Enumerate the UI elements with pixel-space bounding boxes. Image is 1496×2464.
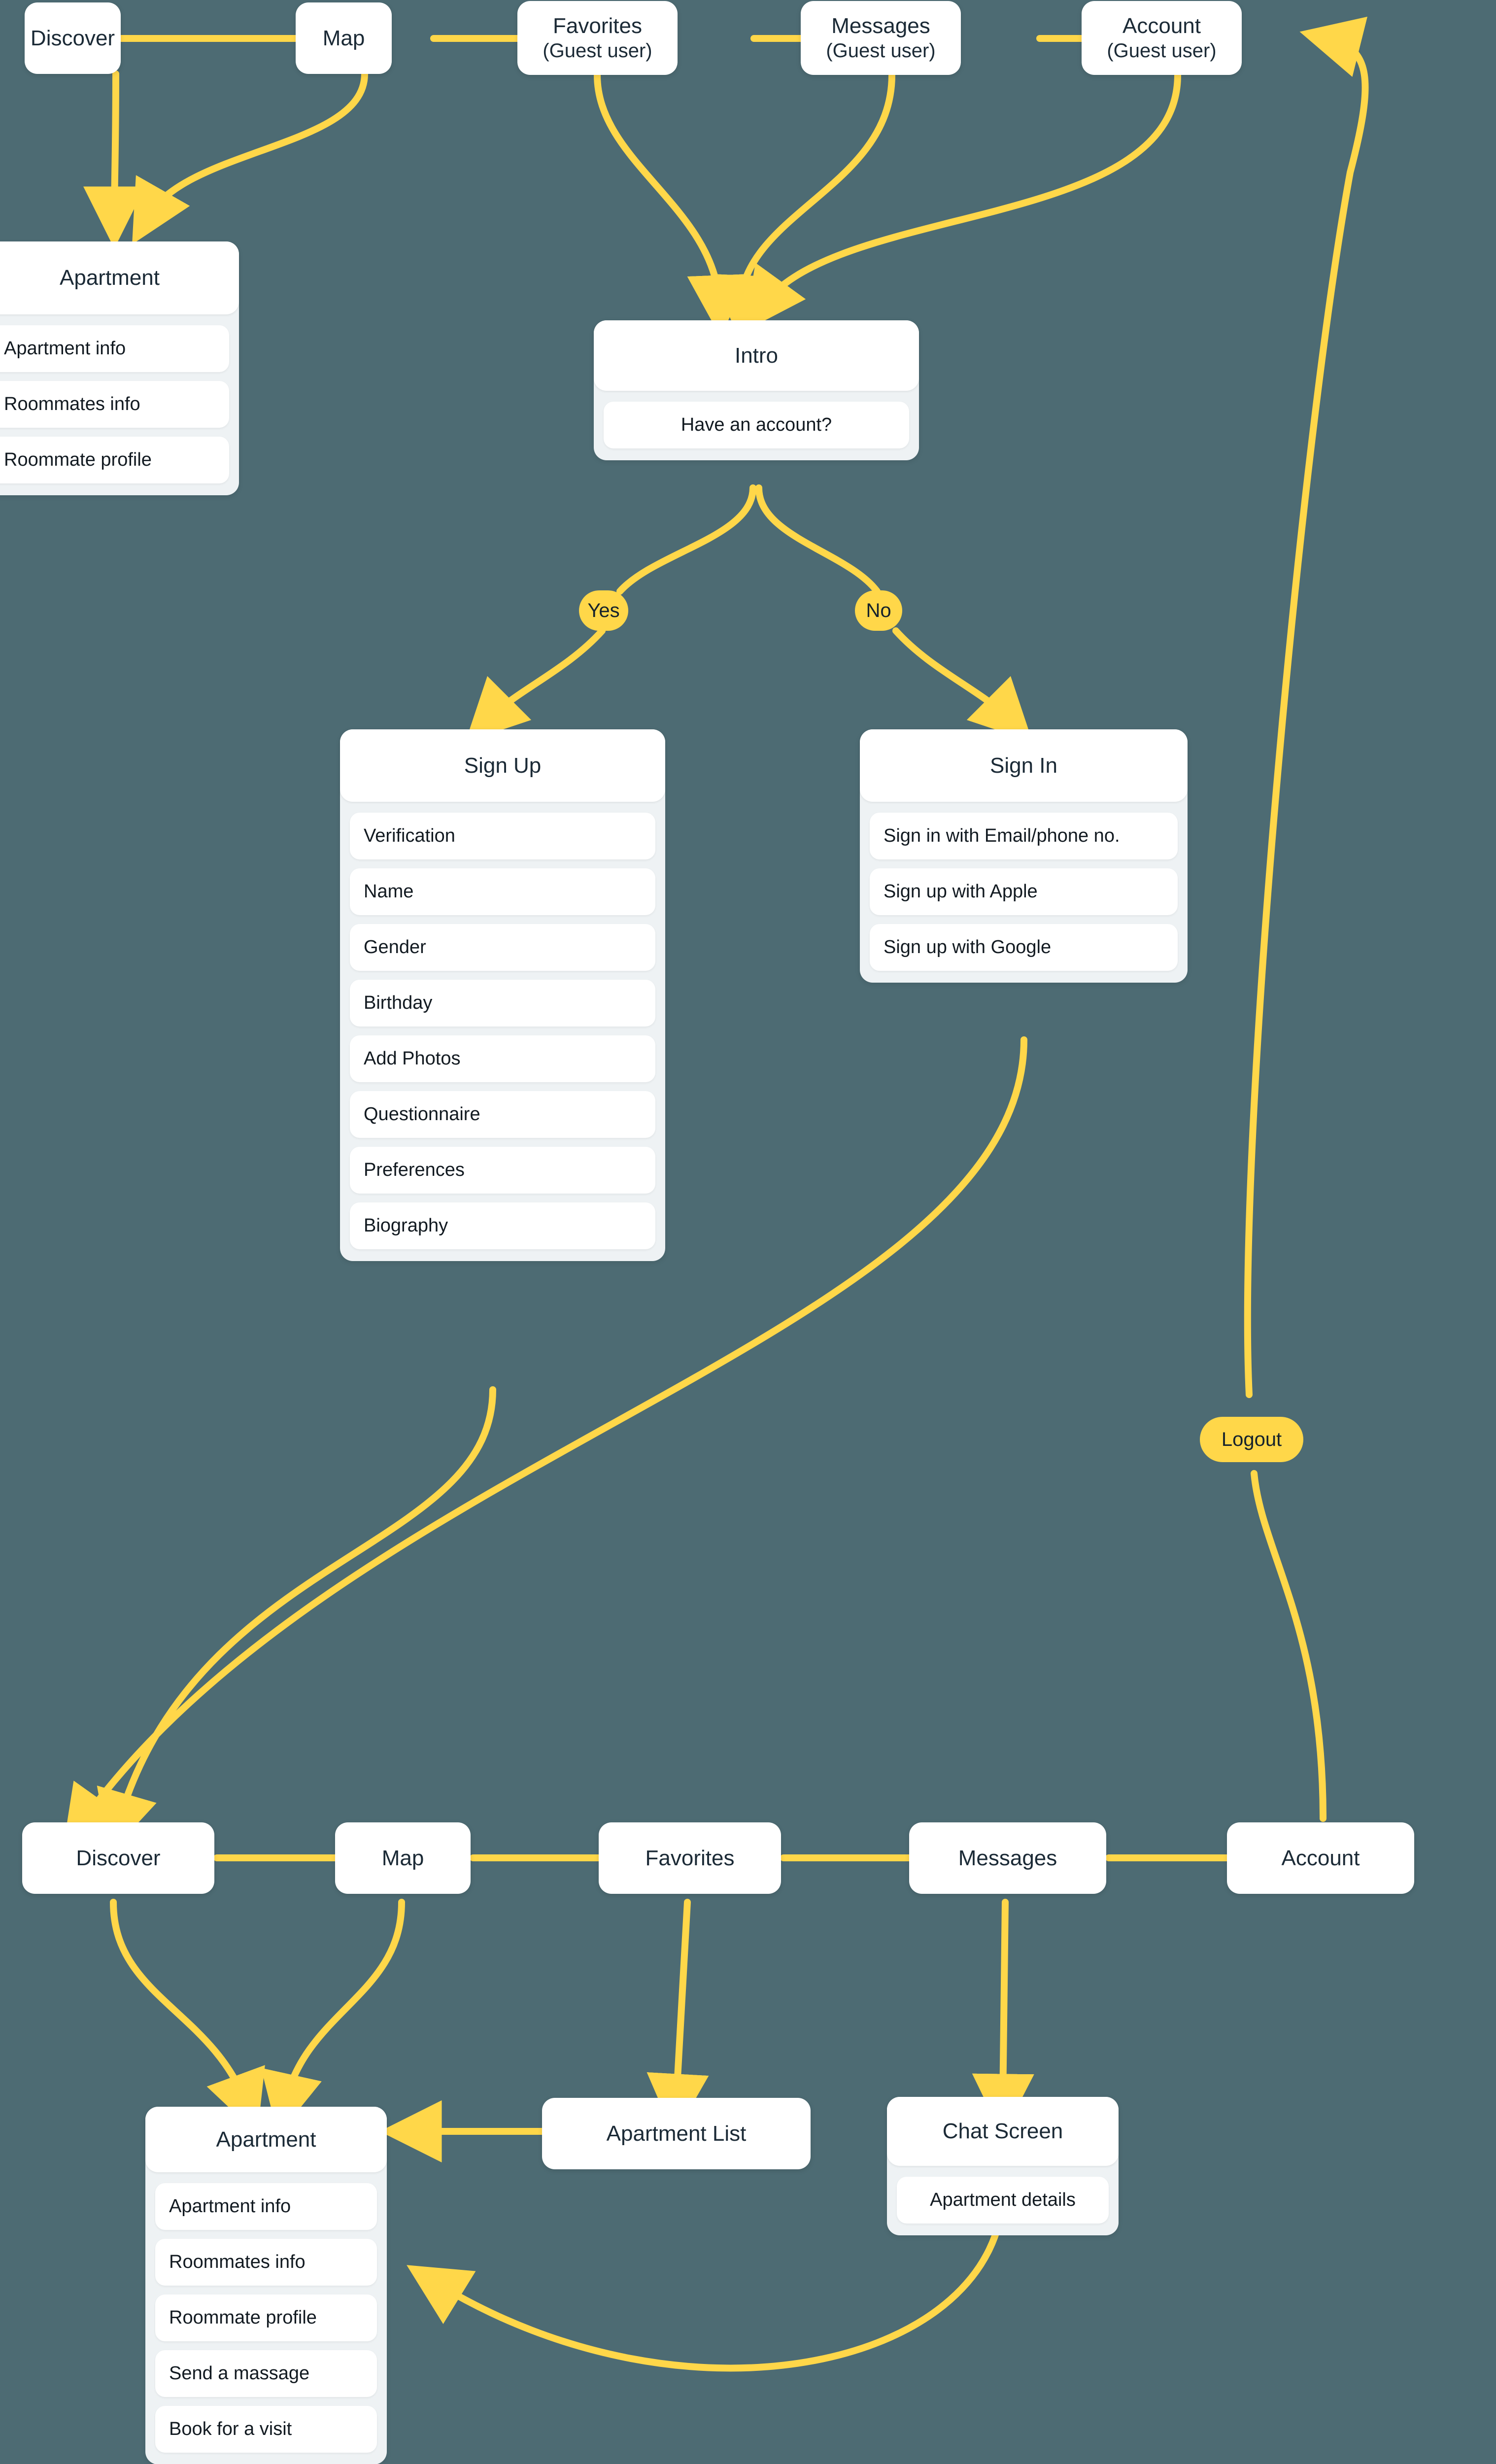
list-item[interactable]: Sign in with Email/phone no.	[870, 813, 1178, 859]
node-title: Sign Up	[464, 753, 542, 778]
node-header: Apartment	[145, 2107, 387, 2172]
list-item[interactable]: Add Photos	[350, 1035, 655, 1082]
node-title: Account	[1122, 13, 1201, 38]
node-guest-apartment[interactable]: Apartment Apartment info Roommates info …	[0, 241, 239, 495]
node-user-favorites[interactable]: Favorites	[599, 1822, 781, 1894]
node-item-list: Have an account?	[594, 391, 919, 460]
edge-b-favorites-list	[646, 1899, 709, 2136]
node-header: Sign Up	[340, 729, 665, 802]
list-item[interactable]: Have an account?	[604, 402, 909, 448]
list-item[interactable]: Apartment details	[897, 2177, 1109, 2224]
decision-yes[interactable]: Yes	[579, 590, 628, 631]
edge-account-logout	[1251, 1470, 1326, 1822]
node-item-list: Verification Name Gender Birthday Add Ph…	[340, 802, 665, 1261]
edge-yes-signup	[465, 627, 606, 742]
node-title: Discover	[76, 1846, 161, 1870]
edge-intro-yes	[616, 484, 756, 595]
decision-no[interactable]: No	[855, 590, 902, 631]
list-item[interactable]: Gender	[350, 924, 655, 971]
node-user-discover[interactable]: Discover	[22, 1822, 214, 1894]
list-item[interactable]: Roommate profile	[155, 2294, 377, 2341]
node-title: Messages	[958, 1846, 1057, 1870]
edge-account-intro	[744, 71, 1181, 332]
node-item-list: Apartment info Roommates info Roommate p…	[0, 314, 239, 495]
node-title: Favorites	[553, 13, 642, 38]
node-user-account[interactable]: Account	[1227, 1822, 1414, 1894]
node-header: Chat Screen	[887, 2097, 1119, 2166]
node-title: Apartment List	[606, 2121, 747, 2146]
node-title: Favorites	[645, 1846, 735, 1870]
node-user-messages[interactable]: Messages	[909, 1822, 1106, 1894]
node-guest-account[interactable]: Account (Guest user)	[1082, 1, 1242, 75]
node-title: Account	[1281, 1846, 1360, 1870]
node-subtitle: (Guest user)	[1107, 40, 1217, 62]
node-subtitle: (Guest user)	[826, 40, 936, 62]
decision-label: No	[866, 599, 891, 621]
edge-messages-intro	[710, 71, 895, 338]
list-item[interactable]: Send a massage	[155, 2350, 377, 2397]
decision-logout[interactable]: Logout	[1200, 1417, 1303, 1462]
node-item-list: Apartment details	[887, 2166, 1119, 2235]
node-guest-discover[interactable]: Discover	[25, 2, 121, 74]
node-sign-up[interactable]: Sign Up Verification Name Gender Birthda…	[340, 729, 665, 1261]
node-title: Apartment	[60, 266, 160, 290]
edge-b-messages-chat	[972, 1899, 1034, 2136]
list-item[interactable]: Birthday	[350, 980, 655, 1027]
node-sign-in[interactable]: Sign In Sign in with Email/phone no. Sig…	[860, 729, 1188, 983]
decision-label: Logout	[1221, 1428, 1282, 1450]
node-title: Intro	[734, 343, 779, 368]
node-subtitle: (Guest user)	[543, 40, 652, 62]
edge-b-map-apartment	[261, 1899, 405, 2135]
list-item[interactable]: Book for a visit	[155, 2406, 377, 2453]
node-title: Sign In	[990, 753, 1057, 778]
node-item-list: Sign in with Email/phone no. Sign up wit…	[860, 802, 1188, 983]
list-item[interactable]: Sign up with Google	[870, 924, 1178, 971]
node-header: Intro	[594, 320, 919, 391]
edge-discover-apartment	[83, 70, 146, 249]
list-item[interactable]: Apartment info	[155, 2183, 377, 2230]
list-item[interactable]: Biography	[350, 1202, 655, 1249]
node-apartment-list[interactable]: Apartment List	[542, 2098, 811, 2169]
node-title: Discover	[30, 26, 115, 50]
node-intro[interactable]: Intro Have an account?	[594, 320, 919, 460]
node-guest-favorites[interactable]: Favorites (Guest user)	[517, 1, 678, 75]
node-item-list: Apartment info Roommates info Roommate p…	[145, 2172, 387, 2464]
list-item[interactable]: Questionnaire	[350, 1091, 655, 1138]
node-user-map[interactable]: Map	[335, 1822, 471, 1894]
node-title: Map	[381, 1846, 424, 1870]
edge-intro-no	[755, 484, 881, 595]
list-item[interactable]: Roommates info	[0, 381, 229, 428]
node-guest-messages[interactable]: Messages (Guest user)	[801, 1, 961, 75]
list-item[interactable]: Roommates info	[155, 2239, 377, 2286]
edge-favorites-intro	[594, 71, 749, 338]
node-title: Map	[322, 26, 365, 50]
node-title: Apartment	[216, 2127, 316, 2152]
list-item[interactable]: Name	[350, 868, 655, 915]
edge-b-discover-apartment	[110, 1899, 265, 2134]
edge-logout-topaccount	[1244, 16, 1369, 1398]
node-guest-map[interactable]: Map	[296, 2, 392, 74]
edge-map-apartment	[132, 70, 368, 244]
node-user-apartment[interactable]: Apartment Apartment info Roommates info …	[145, 2107, 387, 2464]
node-title: Messages	[831, 13, 930, 38]
list-item[interactable]: Verification	[350, 813, 655, 859]
decision-label: Yes	[587, 599, 620, 621]
edge-signup-discover	[97, 1386, 496, 1854]
edge-no-signin	[892, 627, 1033, 742]
node-header: Sign In	[860, 729, 1188, 802]
node-header: Apartment	[0, 241, 239, 314]
list-item[interactable]: Sign up with Apple	[870, 868, 1178, 915]
list-item[interactable]: Preferences	[350, 1147, 655, 1194]
node-title: Chat Screen	[942, 2119, 1063, 2144]
list-item[interactable]: Roommate profile	[0, 437, 229, 483]
node-chat-screen[interactable]: Chat Screen Apartment details	[887, 2097, 1119, 2235]
list-item[interactable]: Apartment info	[0, 325, 229, 372]
